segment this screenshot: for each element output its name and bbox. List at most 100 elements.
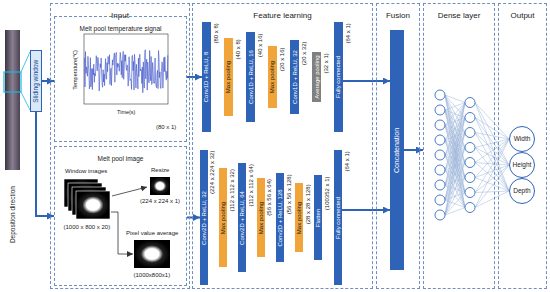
layer-name: Conv2D + ReLU, 128: [277, 189, 283, 246]
synapse-line: [445, 208, 465, 216]
synapse-line: [445, 95, 465, 208]
panel-title: Output: [510, 11, 534, 21]
section-panel: WidthHeightDepth Output: [498, 3, 547, 289]
input-panel: Melt pool temperature signal: [54, 16, 187, 142]
panel-title: Melt pool temperature signal: [79, 24, 161, 32]
text-label: (224 x 224 x 1): [140, 198, 180, 205]
layer-name: Flatten: [315, 208, 321, 226]
signal-line: [85, 50, 168, 93]
deposit-photo: [5, 30, 20, 170]
average-arrow: [111, 212, 133, 254]
output-name: Width: [514, 135, 531, 142]
neuron: [435, 135, 445, 145]
text-label: Time(s): [117, 109, 135, 115]
text-label: Pixel value average: [126, 230, 178, 237]
text-label: (80 x 1): [156, 124, 176, 131]
layer-bar: Flatten: [314, 175, 322, 260]
neuron: [465, 173, 475, 183]
neuron: [435, 195, 445, 205]
flow-arrow: [404, 149, 423, 151]
dimension-label: (64 x 1): [344, 23, 351, 43]
average-image: [134, 240, 170, 268]
synapse-line: [445, 118, 465, 216]
panel-title: Feature learning: [253, 11, 311, 21]
layer-name: Conv1D + ReLU, 32: [292, 50, 298, 104]
text-label: Temperature(℃): [72, 50, 78, 90]
section-panel: Concatenation Fusion: [376, 3, 420, 289]
output-name: Depth: [513, 187, 530, 194]
flow-arrow: [187, 217, 200, 219]
dimension-label: (112 x 112 x 32): [228, 169, 235, 211]
synapse-line: [475, 165, 509, 193]
synapse-line: [475, 191, 509, 208]
layer-name: Max pooling: [226, 61, 232, 93]
text-label: (1000 x 800 x 20): [64, 224, 111, 231]
resized-image: [150, 177, 170, 195]
dimension-label: (56 x 56 x 128): [285, 174, 292, 214]
synapse-line: [445, 133, 465, 216]
neuron: [435, 90, 445, 100]
synapse-line: [475, 103, 509, 166]
chart-frame: [84, 34, 168, 104]
layer-bar: Max pooling: [295, 183, 303, 252]
dimension-label: (64 x 1): [343, 151, 350, 171]
resize-arrow: [112, 187, 147, 196]
layer-name: Max pooling: [220, 201, 226, 233]
dimension-label: (112 x 112 x 64): [247, 164, 254, 206]
text-label: Resize: [151, 167, 169, 174]
window-frame: [4, 72, 21, 92]
dimension-label: (40 x 16): [256, 33, 263, 57]
panel-title: Melt pool image: [98, 154, 144, 162]
text-label: (1000x800x1): [134, 272, 171, 279]
layer-name: Max pooling: [258, 201, 264, 233]
synapse-line: [475, 118, 509, 192]
synapse-line: [445, 163, 465, 216]
layer-bar: Conv1D + ReLU, 32: [290, 40, 299, 114]
neuron: [465, 203, 475, 213]
layer-bar: Max pooling: [219, 168, 227, 267]
synapse-line: [475, 139, 509, 208]
layer-bar: Conv1D + ReLU, 8: [202, 22, 211, 132]
layer-bar: Fully connected: [334, 22, 343, 132]
output-neuron: Depth: [509, 178, 535, 204]
layer-bar: Concatenation: [390, 30, 404, 270]
layer-bar: Max pooling: [224, 38, 233, 116]
dimension-label: (20 x 16): [278, 47, 285, 71]
section-panel: Melt pool temperature signalMelt pool im…: [50, 3, 190, 289]
layer-bar: Max pooling: [268, 46, 277, 108]
layer-name: Conv1D + ReLU, 16: [248, 50, 254, 104]
layer-name: Conv2D + ReLU, 32: [201, 191, 207, 245]
neuron: [435, 210, 445, 220]
flow-arrow: [42, 80, 54, 82]
synapse-line: [475, 163, 509, 192]
layer-bar: Average pooling: [312, 52, 321, 102]
synapse-line: [475, 191, 509, 193]
synapse-line: [475, 139, 509, 163]
neuron: [465, 98, 475, 108]
neuron: [465, 128, 475, 138]
text-label: Window images: [65, 168, 107, 175]
synapse-line: [445, 95, 465, 193]
synapse-line: [475, 139, 509, 193]
dimension-label: (20 x 32): [300, 41, 307, 65]
layer-bar: Fully connected: [334, 150, 342, 285]
dimension-label: (80 x 8): [212, 23, 219, 43]
section-panel: Conv1D + ReLU, 8 Max pooling Conv1D + ReLU…: [192, 3, 373, 289]
synapse-line: [445, 178, 465, 216]
signal-chart: [84, 34, 168, 104]
layer-name: Fully connected: [335, 196, 341, 238]
layer-bar: Conv2D + ReLU, 64: [238, 163, 246, 272]
layer-name: Max pooling: [296, 201, 302, 233]
output-neuron: Width: [509, 126, 535, 152]
output-neuron: Height: [509, 152, 535, 178]
neuron: [435, 165, 445, 175]
panel-title: Fusion: [386, 11, 410, 21]
synapse-line: [445, 95, 465, 148]
synapse-line: [475, 133, 509, 140]
layer-bar: Conv1D + ReLU, 16: [246, 32, 255, 122]
dimension-label: (100352 x 1): [323, 176, 330, 210]
layer-name: Fully connected: [336, 56, 342, 98]
dimension-label: (56 x 56 x 64): [266, 179, 273, 216]
synapse-line: [445, 103, 465, 201]
